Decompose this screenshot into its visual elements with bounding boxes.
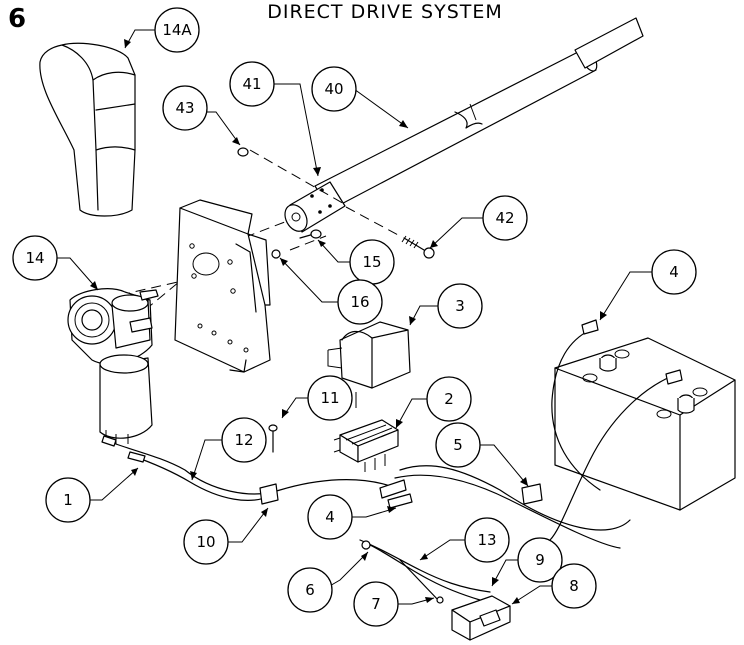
- svg-text:40: 40: [324, 80, 343, 98]
- svg-text:43: 43: [175, 99, 194, 117]
- svg-text:16: 16: [350, 293, 369, 311]
- part-14a-motor-cover: [39, 42, 136, 217]
- svg-text:15: 15: [362, 253, 381, 271]
- svg-text:42: 42: [495, 209, 514, 227]
- callout-14a: 14A: [154, 7, 200, 53]
- svg-text:14: 14: [25, 249, 44, 267]
- callout-4-wire: 4: [307, 494, 353, 540]
- callout-11: 11: [307, 375, 353, 421]
- svg-text:2: 2: [444, 390, 454, 408]
- callout-12: 12: [221, 417, 267, 463]
- callout-4-battery: 4: [651, 249, 697, 295]
- svg-text:6: 6: [305, 581, 315, 599]
- battery-box: [554, 337, 736, 511]
- part-40-axle-tube: [314, 17, 644, 211]
- svg-text:8: 8: [569, 577, 579, 595]
- svg-text:5: 5: [453, 436, 463, 454]
- part-11-screw: [268, 424, 278, 453]
- svg-text:3: 3: [455, 297, 465, 315]
- svg-text:9: 9: [535, 551, 545, 569]
- svg-text:1: 1: [63, 491, 73, 509]
- mounting-bracket: [174, 199, 271, 373]
- callout-8: 8: [551, 563, 597, 609]
- callout-7: 7: [353, 581, 399, 627]
- callout-41: 41: [229, 61, 275, 107]
- svg-text:41: 41: [242, 75, 261, 93]
- svg-text:4: 4: [325, 508, 335, 526]
- svg-text:10: 10: [196, 533, 215, 551]
- part-43-set-screw: [237, 147, 249, 157]
- callout-6: 6: [287, 567, 333, 613]
- page-number: 6: [8, 4, 27, 34]
- part-15-screw: [299, 229, 322, 239]
- callout-9: 9: [517, 537, 563, 583]
- svg-text:7: 7: [371, 595, 381, 613]
- svg-text:4: 4: [669, 263, 679, 281]
- part-3-solenoid-cover: [327, 321, 411, 408]
- callout-1: 1: [45, 477, 91, 523]
- callout-16: 16: [337, 279, 383, 325]
- svg-text:11: 11: [320, 389, 339, 407]
- svg-text:14A: 14A: [162, 21, 192, 39]
- svg-text:12: 12: [234, 431, 253, 449]
- diagram-title: DIRECT DRIVE SYSTEM: [267, 1, 503, 23]
- callout-43: 43: [162, 85, 208, 131]
- part-8-switch: [451, 595, 511, 641]
- callout-2: 2: [426, 376, 472, 422]
- callout-10: 10: [183, 519, 229, 565]
- part-41-drive-coupler: [284, 181, 346, 233]
- callout-14: 14: [12, 235, 58, 281]
- part-16-washer: [271, 249, 281, 259]
- part-42-bolt: [401, 235, 435, 259]
- callout-3: 3: [437, 283, 483, 329]
- part-2-solenoid: [333, 419, 399, 472]
- part-14-gear-motor: [67, 288, 159, 444]
- callout-40: 40: [311, 66, 357, 112]
- callout-13: 13: [464, 517, 510, 563]
- svg-text:13: 13: [477, 531, 496, 549]
- callout-5: 5: [435, 422, 481, 468]
- callout-15: 15: [349, 239, 395, 285]
- callout-42: 42: [482, 195, 528, 241]
- wiring-harness: [101, 319, 683, 604]
